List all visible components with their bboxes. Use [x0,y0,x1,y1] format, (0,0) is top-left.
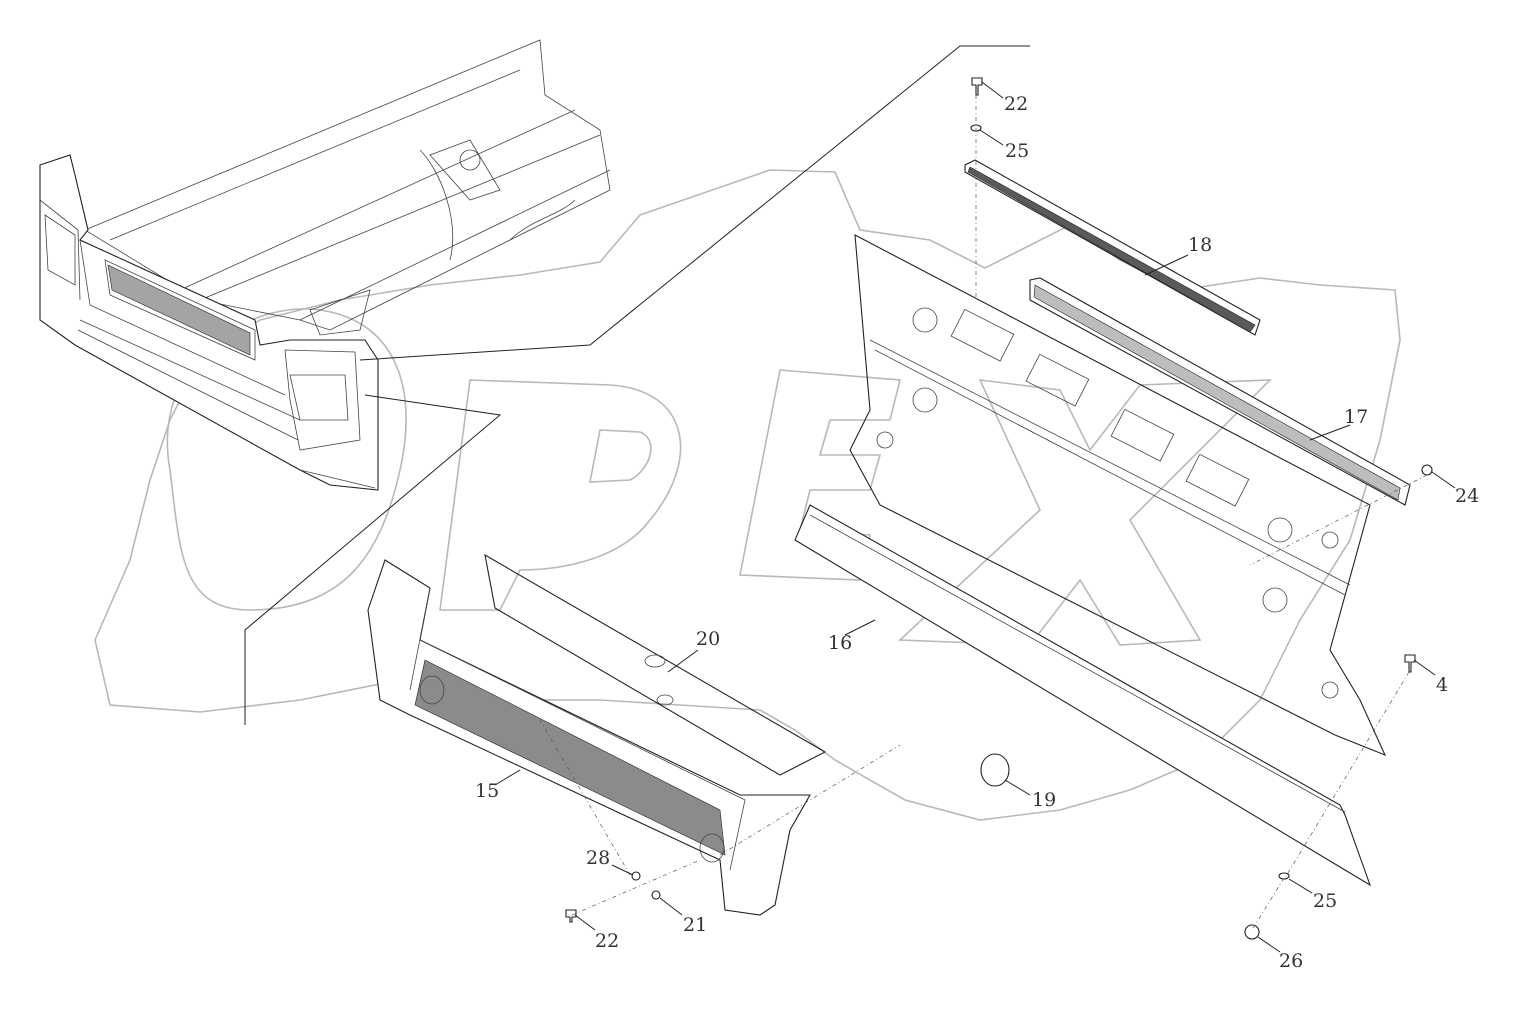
callout-22-top: 22 [1004,93,1028,115]
fasteners [565,77,1433,940]
part-4-bolt [1404,654,1416,673]
part-17-mesh-strip [1029,277,1411,506]
part-18-mesh-strip [964,159,1261,336]
leader-frame [244,45,1030,725]
part-22-bolt-top [971,77,983,96]
part-15-grille [367,559,811,916]
callout-21: 21 [683,914,707,936]
part-26-nut [1244,924,1260,940]
part-25-washer-bottom [1278,872,1290,880]
part-19-round-cap [980,753,1010,787]
callout-20: 20 [696,628,720,650]
assembly-axis-lines [539,95,1428,931]
callout-25-bottom: 25 [1313,890,1337,912]
part-20-plate [484,553,827,776]
callout-26: 26 [1279,950,1303,972]
callout-15: 15 [475,780,499,802]
callout-16: 16 [828,632,852,654]
callout-labels: 22 25 18 17 24 16 20 4 15 19 28 21 22 25… [475,93,1479,972]
part-21-nut [651,890,661,900]
part-22-bolt-bottom [565,909,577,923]
callout-17: 17 [1344,406,1368,428]
chassis-frame [84,39,611,336]
callout-19: 19 [1032,789,1056,811]
callout-24: 24 [1455,485,1479,507]
callout-leaders [494,81,1456,953]
callout-28: 28 [586,847,610,869]
part-16-lower-strip [794,504,1372,887]
assembled-bumper [39,154,379,491]
callout-25-top: 25 [1005,140,1029,162]
part-24-nut [1421,464,1433,476]
rear-panel [849,234,1387,757]
callout-22-bottom: 22 [595,930,619,952]
callout-18: 18 [1188,234,1212,256]
callout-4: 4 [1436,674,1448,696]
part-28-washer [631,871,641,881]
